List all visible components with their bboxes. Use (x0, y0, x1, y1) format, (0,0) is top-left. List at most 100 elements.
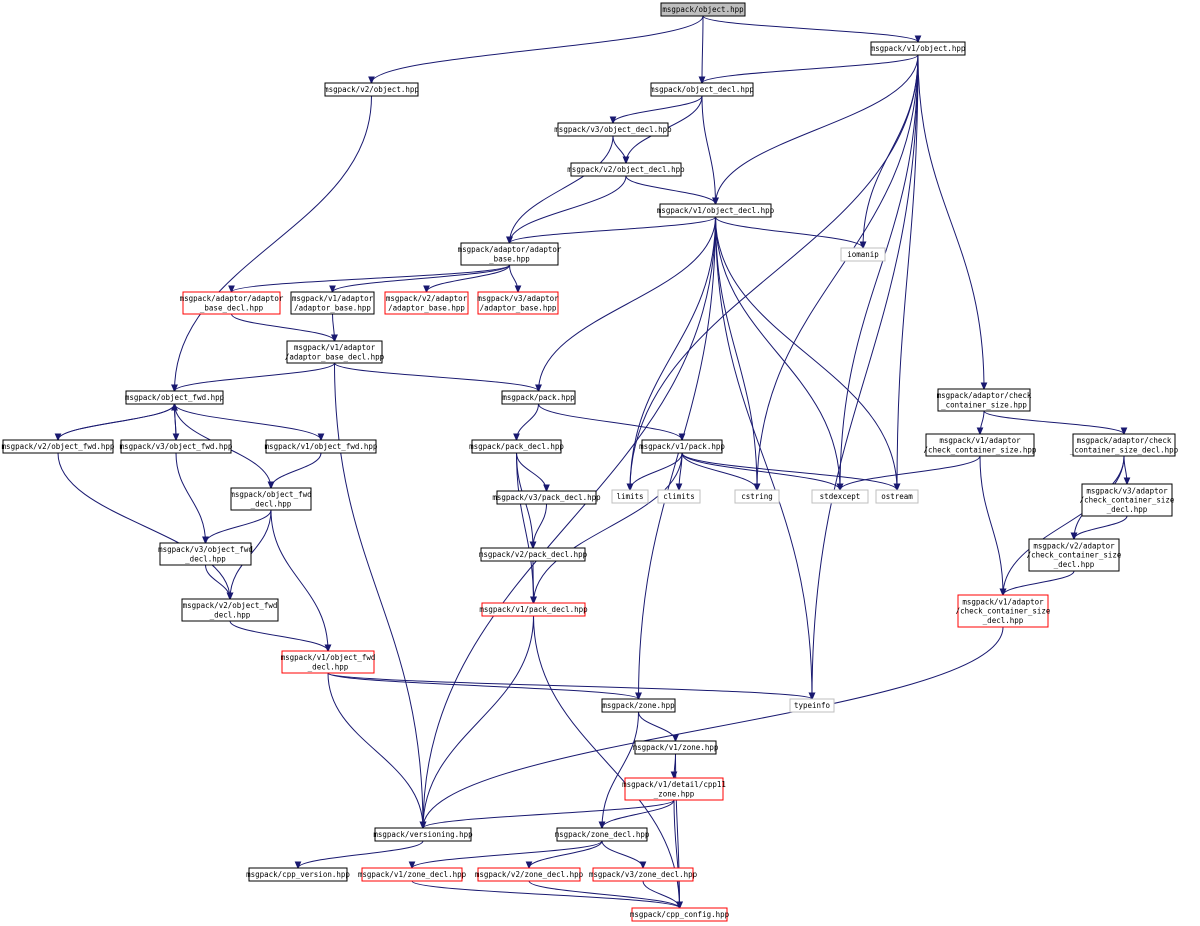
node-ccsize[interactable]: msgpack/adaptor/check_container_size.hpp (937, 388, 1032, 412)
node-label: msgpack/pack.hpp (502, 393, 575, 402)
edge-v1ccsize-to-v1ccsizedecl (979, 455, 1007, 597)
edge-arrowhead (514, 285, 522, 294)
edge-line (371, 15, 704, 84)
edge-zone-to-v1zone (638, 711, 679, 743)
node-cpp11zone[interactable]: msgpack/v1/detail/cpp11_zone.hpp (622, 777, 726, 801)
node-box (570, 162, 682, 177)
edge-line (231, 264, 510, 293)
edge-arrowhead (171, 402, 178, 411)
node-objfwddecl[interactable]: msgpack/object_fwd_decl.hpp (230, 487, 312, 511)
node-box (281, 650, 375, 674)
node-cppversion[interactable]: msgpack/cpp_version.hpp (246, 867, 350, 882)
node-v2adbase[interactable]: msgpack/v2/adaptor/adaptor_base.hpp (384, 291, 469, 315)
edge-arrowhead (976, 427, 984, 436)
node-ccsizedecl[interactable]: msgpack/adaptor/check_container_size_dec… (1070, 433, 1179, 457)
node-v2objdecl[interactable]: msgpack/v2/object_decl.hpp (567, 162, 685, 177)
node-v2obj[interactable]: msgpack/v2/object.hpp (324, 82, 419, 97)
node-box (496, 490, 597, 505)
edge-arrowhead (408, 861, 416, 870)
edge-arrowhead (530, 596, 537, 605)
node-v1objfwd[interactable]: msgpack/v1/object_fwd.hpp (265, 439, 378, 454)
edge-line (532, 503, 547, 549)
node-label: /adaptor_base.hpp (388, 303, 465, 312)
node-cppconfig[interactable]: msgpack/cpp_config.hpp (630, 907, 730, 922)
edge-line (839, 54, 919, 491)
node-box (840, 247, 886, 262)
node-root[interactable]: msgpack/object.hpp (660, 2, 746, 17)
node-pack[interactable]: msgpack/pack.hpp (501, 390, 576, 405)
node-v3packdecl[interactable]: msgpack/v3/pack_decl.hpp (492, 490, 601, 505)
node-iomanip[interactable]: iomanip (840, 247, 886, 262)
node-v1adbase[interactable]: msgpack/v1/adaptor/adaptor_base.hpp (290, 291, 375, 315)
node-limits[interactable]: limits (611, 489, 649, 504)
node-v1packdecl[interactable]: msgpack/v1/pack_decl.hpp (479, 602, 588, 617)
edge-line (426, 264, 510, 293)
edge-v1adbase-to-v1adbasedecl (331, 313, 338, 343)
node-objdecl[interactable]: msgpack/object_decl.hpp (650, 82, 754, 97)
node-v1obj[interactable]: msgpack/v1/object.hpp (870, 41, 966, 56)
node-zonedecl[interactable]: msgpack/zone_decl.hpp (555, 827, 650, 842)
edge-arrowhead (753, 483, 761, 492)
node-v1pack[interactable]: msgpack/v1/pack.hpp (639, 439, 725, 454)
edge-v1obj-to-typeinfo (808, 54, 919, 701)
node-box (789, 698, 835, 713)
edge-v1obj-to-objdecl (698, 54, 919, 85)
node-packdecl[interactable]: msgpack/pack_decl.hpp (469, 439, 564, 454)
node-cstring[interactable]: cstring (734, 489, 780, 504)
edge-v1obj-to-ccsize (917, 54, 988, 391)
node-label: iomanip (847, 250, 879, 259)
node-box (925, 433, 1035, 457)
edge-line (57, 403, 175, 441)
node-versioning[interactable]: msgpack/versioning.hpp (373, 827, 473, 842)
node-v1objfwddecl[interactable]: msgpack/v1/object_fwd_decl.hpp (281, 650, 376, 674)
node-adbase[interactable]: msgpack/adaptor/adaptor_base.hpp (458, 242, 562, 266)
edge-adbasedecl-to-v1adbasedecl (231, 313, 338, 343)
edge-root-to-v2obj (368, 15, 704, 85)
node-box (1072, 433, 1176, 457)
node-v3ccsizedecl[interactable]: msgpack/v3/adaptor/check_container_size_… (1080, 483, 1175, 517)
edge-line (516, 403, 539, 441)
node-box (875, 489, 919, 504)
node-box (2, 439, 114, 454)
node-v2zonedecl[interactable]: msgpack/v2/zone_decl.hpp (475, 867, 584, 882)
node-label: _decl.hpp (308, 662, 349, 671)
edge-line (625, 175, 716, 205)
node-objfwd[interactable]: msgpack/object_fwd.hpp (125, 390, 225, 405)
node-stdexcept[interactable]: stdexcept (811, 489, 869, 504)
node-typeinfo[interactable]: typeinfo (789, 698, 835, 713)
node-label: msgpack/v2/object_decl.hpp (567, 165, 685, 174)
node-v3zonedecl[interactable]: msgpack/v3/zone_decl.hpp (589, 867, 698, 882)
node-v3adbase[interactable]: msgpack/v3/adaptor/adaptor_base.hpp (477, 291, 559, 315)
edge-line (422, 615, 534, 829)
node-v1zone[interactable]: msgpack/v1/zone.hpp (633, 740, 719, 755)
edge-arrowhead (626, 483, 634, 492)
node-ostream[interactable]: ostream (875, 489, 919, 504)
edge-line (334, 362, 424, 829)
node-v1ccsizedecl[interactable]: msgpack/v1/adaptor/check_container_size_… (956, 594, 1051, 628)
node-v1objdecl[interactable]: msgpack/v1/object_decl.hpp (657, 203, 775, 218)
node-v2packdecl[interactable]: msgpack/v2/pack_decl.hpp (479, 547, 588, 562)
edge-root-to-objdecl (698, 15, 706, 85)
edge-arrowhead (294, 861, 302, 870)
node-v3objdecl[interactable]: msgpack/v3/object_decl.hpp (554, 122, 672, 137)
node-v3objfwddecl[interactable]: msgpack/v3/object_fwd_decl.hpp (158, 542, 253, 566)
node-v3objfwd[interactable]: msgpack/v3/object_fwd.hpp (120, 439, 233, 454)
edge-v3packdecl-to-v2packdecl (529, 503, 547, 550)
edge-v1objfwddecl-to-typeinfo (327, 672, 816, 701)
node-v2objfwd[interactable]: msgpack/v2/object_fwd.hpp (2, 439, 115, 454)
node-label: _container_size_decl.hpp (1070, 445, 1179, 454)
node-v1adbasedecl[interactable]: msgpack/v1/adaptor/adaptor_base_decl.hpp (285, 340, 385, 364)
node-zone[interactable]: msgpack/zone.hpp (601, 698, 676, 713)
node-v2objfwddecl[interactable]: msgpack/v2/object_fwd_decl.hpp (181, 598, 279, 622)
edge-v1pack-to-v1packdecl (530, 452, 683, 605)
edge-line (538, 216, 716, 392)
node-v1ccsize[interactable]: msgpack/v1/adaptor/check_container_size.… (924, 433, 1037, 457)
node-v1zonedecl[interactable]: msgpack/v1/zone_decl.hpp (358, 867, 467, 882)
node-v2ccsizedecl[interactable]: msgpack/v2/adaptor/check_container_size_… (1027, 538, 1122, 572)
node-box (631, 907, 728, 922)
edge-v1packdecl-to-cppconfig (533, 615, 683, 910)
node-adbasedecl[interactable]: msgpack/adaptor/adaptor_base_decl.hpp (180, 291, 284, 315)
node-box (811, 489, 869, 504)
node-climits[interactable]: climits (657, 489, 701, 504)
edge-zonedecl-to-v2zonedecl (525, 840, 603, 870)
